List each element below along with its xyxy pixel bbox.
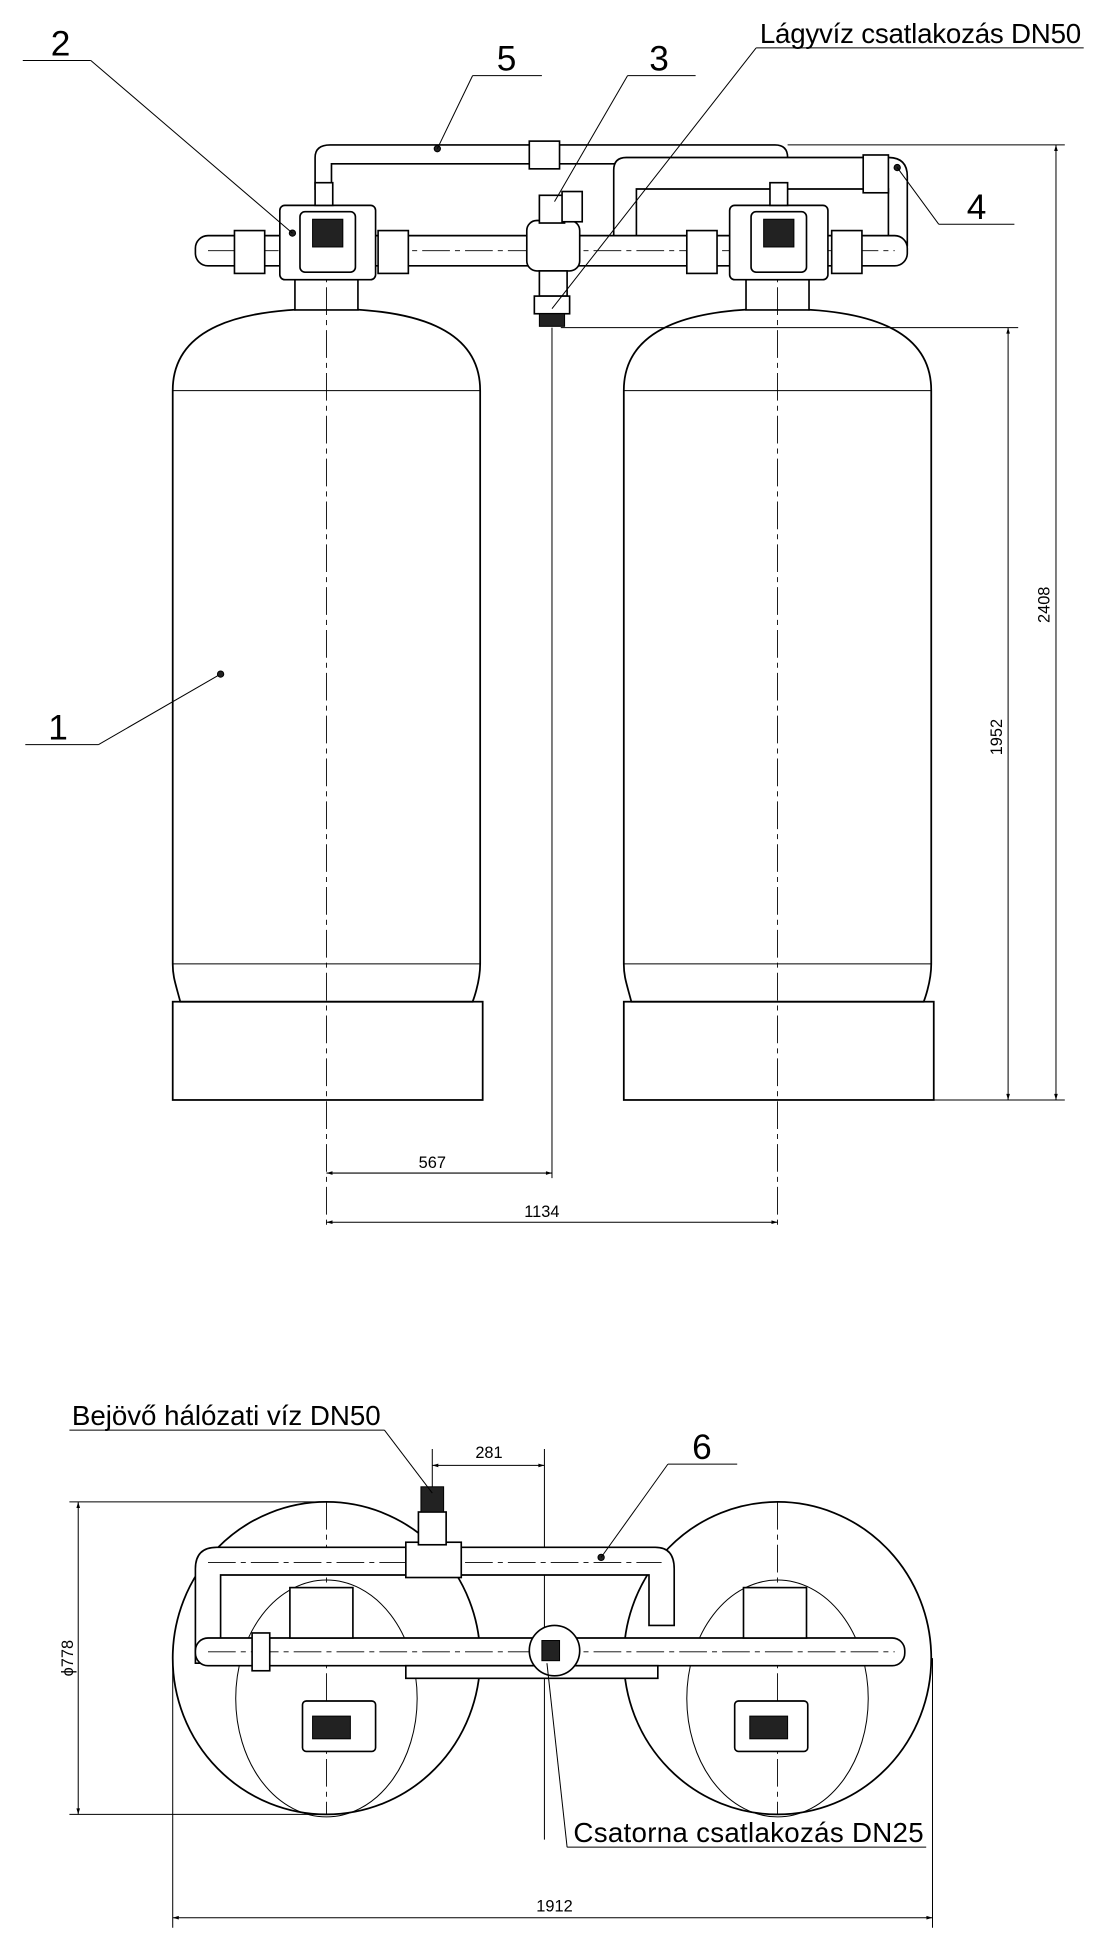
dimension-567: 567	[326, 1154, 552, 1175]
callout-4: 4	[896, 167, 1015, 227]
svg-text:1: 1	[48, 709, 68, 748]
callout-soft-water: Lágyvíz csatlakozás DN50	[551, 18, 1084, 310]
callout-inlet: Bejövő hálózati víz DN50	[69, 1400, 433, 1494]
drain-valve-3	[525, 190, 584, 327]
callout-2: 2	[22, 24, 293, 234]
svg-text:3: 3	[649, 40, 669, 79]
dim-tank-spacing: 1134	[524, 1203, 559, 1221]
dimension-281: 281	[431, 1444, 545, 1487]
dim-diameter: ϕ778	[59, 1640, 77, 1676]
control-head-left	[251, 1586, 377, 1753]
svg-text:4: 4	[967, 188, 987, 227]
svg-text:5: 5	[497, 40, 517, 79]
drain-label: Csatorna csatlakozás DN25	[573, 1817, 923, 1848]
control-head-right	[733, 1586, 809, 1753]
main-pipe-top	[194, 1624, 906, 1680]
dim-half-spacing: 567	[419, 1154, 446, 1172]
callout-3: 3	[554, 40, 696, 202]
tank-right	[622, 278, 935, 1101]
callout-6: 6	[600, 1428, 738, 1558]
callout-drain: Csatorna csatlakozás DN25	[546, 1663, 927, 1848]
dim-tank-height: 1952	[988, 719, 1006, 755]
callout-5: 5	[436, 40, 542, 149]
inlet-connection	[417, 1486, 447, 1546]
svg-text:6: 6	[692, 1428, 712, 1467]
callout-1: 1	[25, 670, 225, 748]
dimension-1952: 1952	[560, 327, 1019, 1100]
side-view: 2408 1952 567 1134 2 5 3 L	[22, 18, 1084, 1229]
soft-water-label: Lágyvíz csatlakozás DN50	[760, 18, 1081, 49]
dimension-778: ϕ778	[59, 1501, 327, 1815]
tank-left	[171, 278, 484, 1101]
control-valve-left	[233, 181, 410, 281]
dim-overall-width: 1912	[536, 1897, 572, 1915]
top-view: 281 ϕ778 1912 Bejövő hálózati víz DN50 6…	[59, 1400, 934, 1928]
dimension-1134: 1134	[326, 1203, 778, 1225]
pipe-6	[194, 1541, 676, 1665]
dim-inlet-offset: 281	[475, 1444, 502, 1462]
inlet-label: Bejövő hálózati víz DN50	[72, 1400, 381, 1431]
control-valve-right	[685, 181, 863, 281]
svg-text:2: 2	[51, 24, 71, 63]
dim-total-height: 2408	[1036, 587, 1054, 623]
dimension-2408: 2408	[787, 144, 1065, 1101]
dimension-1912: 1912	[172, 1658, 934, 1928]
